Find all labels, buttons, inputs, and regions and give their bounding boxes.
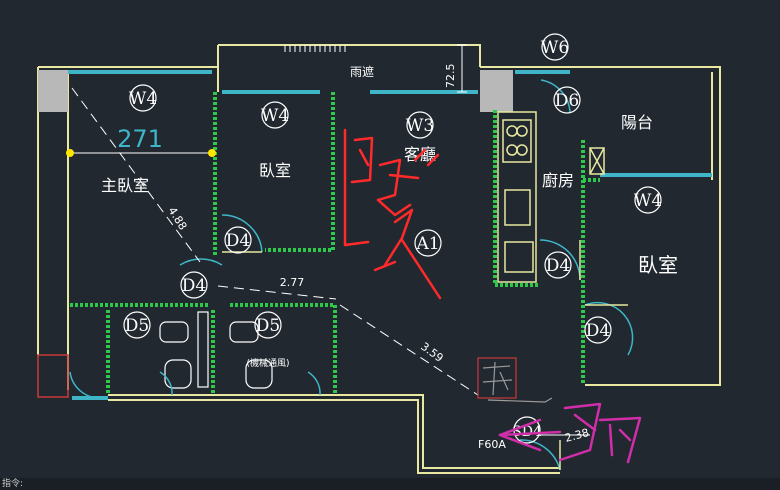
tag-w4-right: W4 bbox=[634, 191, 662, 211]
exterior-walls bbox=[37, 44, 721, 474]
tag-a1: A1 bbox=[415, 234, 439, 254]
room-rain-shelter: 雨遮 bbox=[350, 64, 374, 79]
interior-partitions bbox=[70, 92, 600, 395]
dim-238: 2.38 bbox=[563, 426, 590, 445]
room-balcony: 陽台 bbox=[621, 113, 653, 132]
tag-d4-bedroom: D4 bbox=[226, 231, 250, 251]
ink-scribble-icon bbox=[477, 357, 553, 403]
dimension-lines bbox=[70, 44, 590, 436]
handwritten-magenta-note bbox=[498, 402, 642, 464]
tag-circles bbox=[123, 33, 662, 444]
tag-w4-bedroom: W4 bbox=[261, 106, 289, 126]
tag-w3: W3 bbox=[406, 116, 434, 136]
dim-277: 2.77 bbox=[280, 276, 305, 289]
bathroom-fixtures bbox=[159, 311, 273, 389]
tag-d5-left: D5 bbox=[125, 316, 149, 336]
dimension-node-left[interactable] bbox=[66, 149, 74, 157]
room-kitchen: 廚房 bbox=[542, 171, 574, 190]
tag-d4-kitchen: D4 bbox=[546, 256, 570, 276]
tag-d4-hall: D4 bbox=[182, 276, 206, 296]
dim-488: 4.88 bbox=[165, 205, 189, 233]
tag-d6: D6 bbox=[555, 91, 579, 111]
tag-d5-right: D5 bbox=[256, 316, 280, 336]
kitchen-counter bbox=[497, 111, 605, 283]
dim-271: 271 bbox=[117, 125, 163, 153]
dim-door-code: F60A bbox=[478, 438, 506, 451]
tag-w6: W6 bbox=[541, 38, 569, 58]
room-bedroom-right: 臥室 bbox=[638, 253, 678, 277]
room-master-bedroom: 主臥室 bbox=[101, 176, 149, 195]
tag-d4-right: D4 bbox=[586, 321, 610, 341]
room-mech-vent: (機械通風) bbox=[246, 357, 289, 369]
windows bbox=[68, 70, 712, 400]
tag-w4-master: W4 bbox=[129, 89, 157, 109]
command-line[interactable]: 指令: bbox=[0, 478, 780, 490]
handwritten-sofa-note bbox=[343, 128, 442, 300]
rain-shelter-ticks bbox=[284, 45, 346, 52]
room-bedroom-top: 臥室 bbox=[259, 161, 291, 180]
wall-columns bbox=[37, 70, 513, 398]
dim-725: 72.5 bbox=[444, 64, 457, 89]
dimension-node-right[interactable] bbox=[208, 149, 216, 157]
dim-359: 3.59 bbox=[418, 340, 445, 365]
